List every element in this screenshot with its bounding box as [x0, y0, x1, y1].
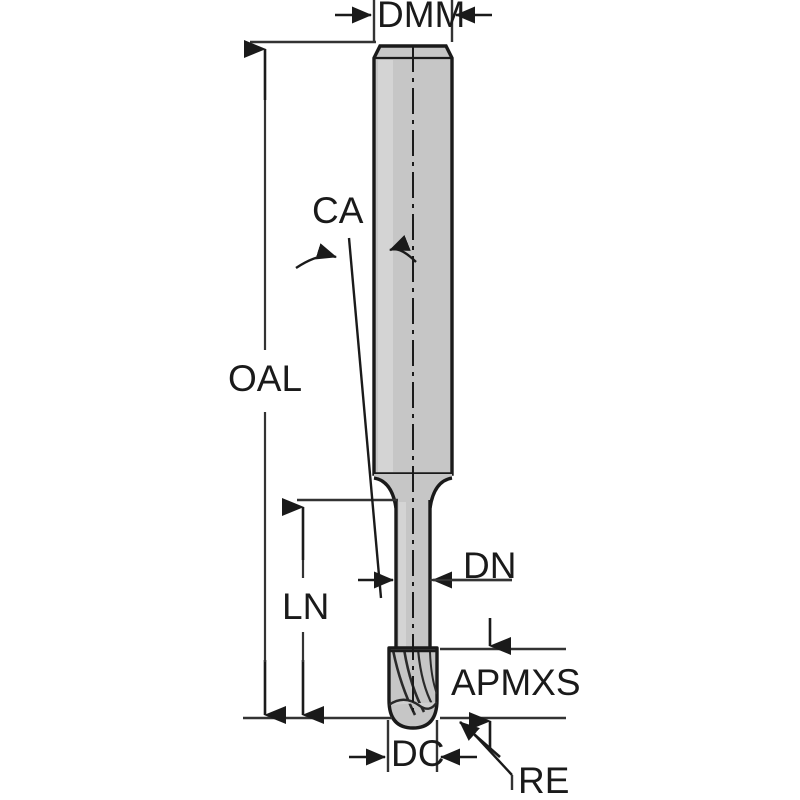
label-apmxs: APMXS [451, 662, 581, 703]
label-dc: DC [391, 733, 445, 774]
dimension-re [459, 721, 514, 790]
dimension-ca [295, 235, 417, 599]
label-oal: OAL [228, 358, 303, 399]
dimension-oal [243, 40, 392, 724]
label-dn: DN [463, 545, 517, 586]
tool-body [372, 44, 454, 730]
dimension-dc [349, 720, 477, 772]
label-dmm: DMM [377, 0, 466, 35]
label-re: RE [518, 760, 570, 800]
label-ca: CA [312, 190, 364, 231]
flute-lines [389, 651, 437, 716]
dimension-apmxs [440, 618, 566, 749]
dimension-ln [282, 498, 398, 724]
label-ln: LN [282, 586, 330, 627]
dimension-dmm [335, 0, 492, 42]
